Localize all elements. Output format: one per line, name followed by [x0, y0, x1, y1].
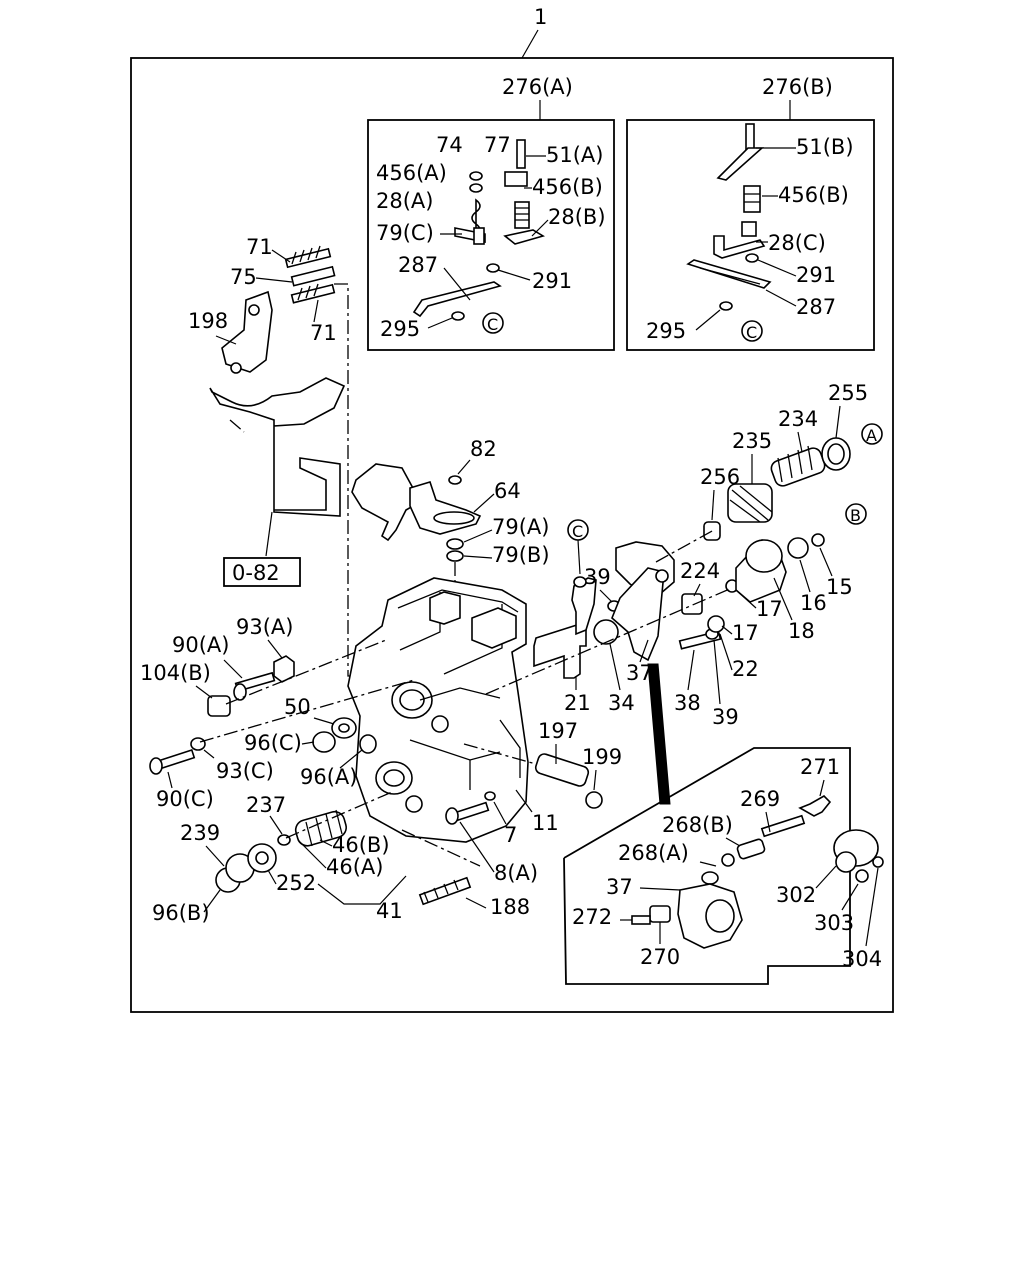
part-label: 79(C) — [376, 221, 434, 245]
inset-276b: 276(B) C 51(B) 456(B) 28(C) 291 287 295 — [626, 75, 875, 351]
part-label: 252 — [276, 871, 316, 895]
part-label: 270 — [640, 945, 680, 969]
part-label: C — [746, 323, 757, 342]
right-shaft-group: C B A 255 234 235 256 — [485, 381, 883, 805]
ref-box-0-82 — [223, 557, 301, 587]
part-label: 237 — [246, 793, 286, 817]
part-label: 71 — [246, 235, 273, 259]
part-label: 291 — [532, 269, 572, 293]
inset-276a: 276(A) C 74 77 51(A) 456(A) 456(B) 28(A)… — [367, 75, 615, 351]
part-label: 39 — [584, 565, 611, 589]
part-label: 272 — [572, 905, 612, 929]
part-label: 304 — [842, 947, 882, 971]
part-label: 38 — [674, 691, 701, 715]
part-label: 255 — [828, 381, 868, 405]
part-label: 34 — [608, 691, 635, 715]
part-label: 15 — [826, 575, 853, 599]
housing-fasteners: 197 199 7 11 8(A) — [401, 719, 622, 885]
part-label: 199 — [582, 745, 622, 769]
part-label: 287 — [796, 295, 836, 319]
part-label: 96(A) — [300, 765, 357, 789]
part-label: 197 — [538, 719, 578, 743]
part-label: 71 — [310, 321, 337, 345]
part-label: 17 — [756, 597, 783, 621]
part-label: 276(B) — [762, 75, 833, 99]
outer-frame — [130, 57, 894, 1013]
part-label: 18 — [788, 619, 815, 643]
part-label: 295 — [380, 317, 420, 341]
governor-lever-group: 82 64 79(A) 79(B) — [351, 437, 550, 600]
part-label: 287 — [398, 253, 438, 277]
pump-housing — [347, 577, 529, 843]
part-label: 96(B) — [152, 901, 210, 925]
part-label: 16 — [800, 591, 827, 615]
part-label: 37 — [606, 875, 633, 899]
part-label: 291 — [796, 263, 836, 287]
part-label: 235 — [732, 429, 772, 453]
part-label: 295 — [646, 319, 686, 343]
part-label: 239 — [180, 821, 220, 845]
part-label: 90(C) — [156, 787, 214, 811]
part-label: 104(B) — [140, 661, 211, 685]
part-label: 51(A) — [546, 143, 603, 167]
part-label: C — [572, 522, 583, 541]
part-label: A — [866, 426, 877, 445]
part-label: 75 — [230, 265, 257, 289]
part-label: 11 — [532, 811, 559, 835]
plunger-group: 237 239 46(B) 46(A) 252 96(B) 41 188 — [152, 791, 530, 925]
part-label: 28(C) — [768, 231, 826, 255]
part-label: 198 — [188, 309, 228, 333]
part-label: 302 — [776, 883, 816, 907]
part-label: 268(A) — [618, 841, 689, 865]
part-label: 303 — [814, 911, 854, 935]
part-label: 7 — [504, 823, 517, 847]
part-label: 37 — [626, 661, 653, 685]
part-label: 93(C) — [216, 759, 274, 783]
detail-inset: 271 269 268(B) 268(A) 37 272 270 302 303… — [563, 747, 884, 985]
part-label: 22 — [732, 657, 759, 681]
part-label: 256 — [700, 465, 740, 489]
part-label: C — [487, 315, 498, 334]
part-label: 188 — [490, 895, 530, 919]
part-label: 0-82 — [232, 561, 280, 585]
part-label: 46(B) — [332, 833, 390, 857]
left-fasteners: 93(A) 90(A) 104(B) 50 96(C) 96(A) 93(C) … — [140, 615, 415, 811]
part-label: 74 — [436, 133, 463, 157]
part-label: 50 — [284, 695, 311, 719]
assembly-number: 1 — [534, 5, 547, 29]
part-label: 46(A) — [326, 855, 383, 879]
part-label: 39 — [712, 705, 739, 729]
part-label: 234 — [778, 407, 818, 431]
part-label: 64 — [494, 479, 521, 503]
part-label: 79(B) — [492, 543, 550, 567]
part-label: 17 — [732, 621, 759, 645]
part-label: 269 — [740, 787, 780, 811]
part-label: 51(B) — [796, 135, 854, 159]
part-label: 90(A) — [172, 633, 229, 657]
part-label: B — [850, 506, 861, 525]
part-label: 456(B) — [778, 183, 849, 207]
part-label: 271 — [800, 755, 840, 779]
part-label: 41 — [376, 899, 403, 923]
part-label: 276(A) — [502, 75, 573, 99]
part-label: 77 — [484, 133, 511, 157]
part-label: 456(A) — [376, 161, 447, 185]
part-label: 93(A) — [236, 615, 293, 639]
part-label: 8(A) — [494, 861, 538, 885]
part-label: 268(B) — [662, 813, 733, 837]
part-label: 28(A) — [376, 189, 433, 213]
part-label: 28(B) — [548, 205, 606, 229]
part-label: 82 — [470, 437, 497, 461]
part-label: 456(B) — [532, 175, 603, 199]
bracket-group: 71 75 71 198 0-82 — [188, 235, 392, 677]
part-label: 21 — [564, 691, 591, 715]
part-label: 224 — [680, 559, 720, 583]
part-label: 96(C) — [244, 731, 302, 755]
part-label: 79(A) — [492, 515, 549, 539]
